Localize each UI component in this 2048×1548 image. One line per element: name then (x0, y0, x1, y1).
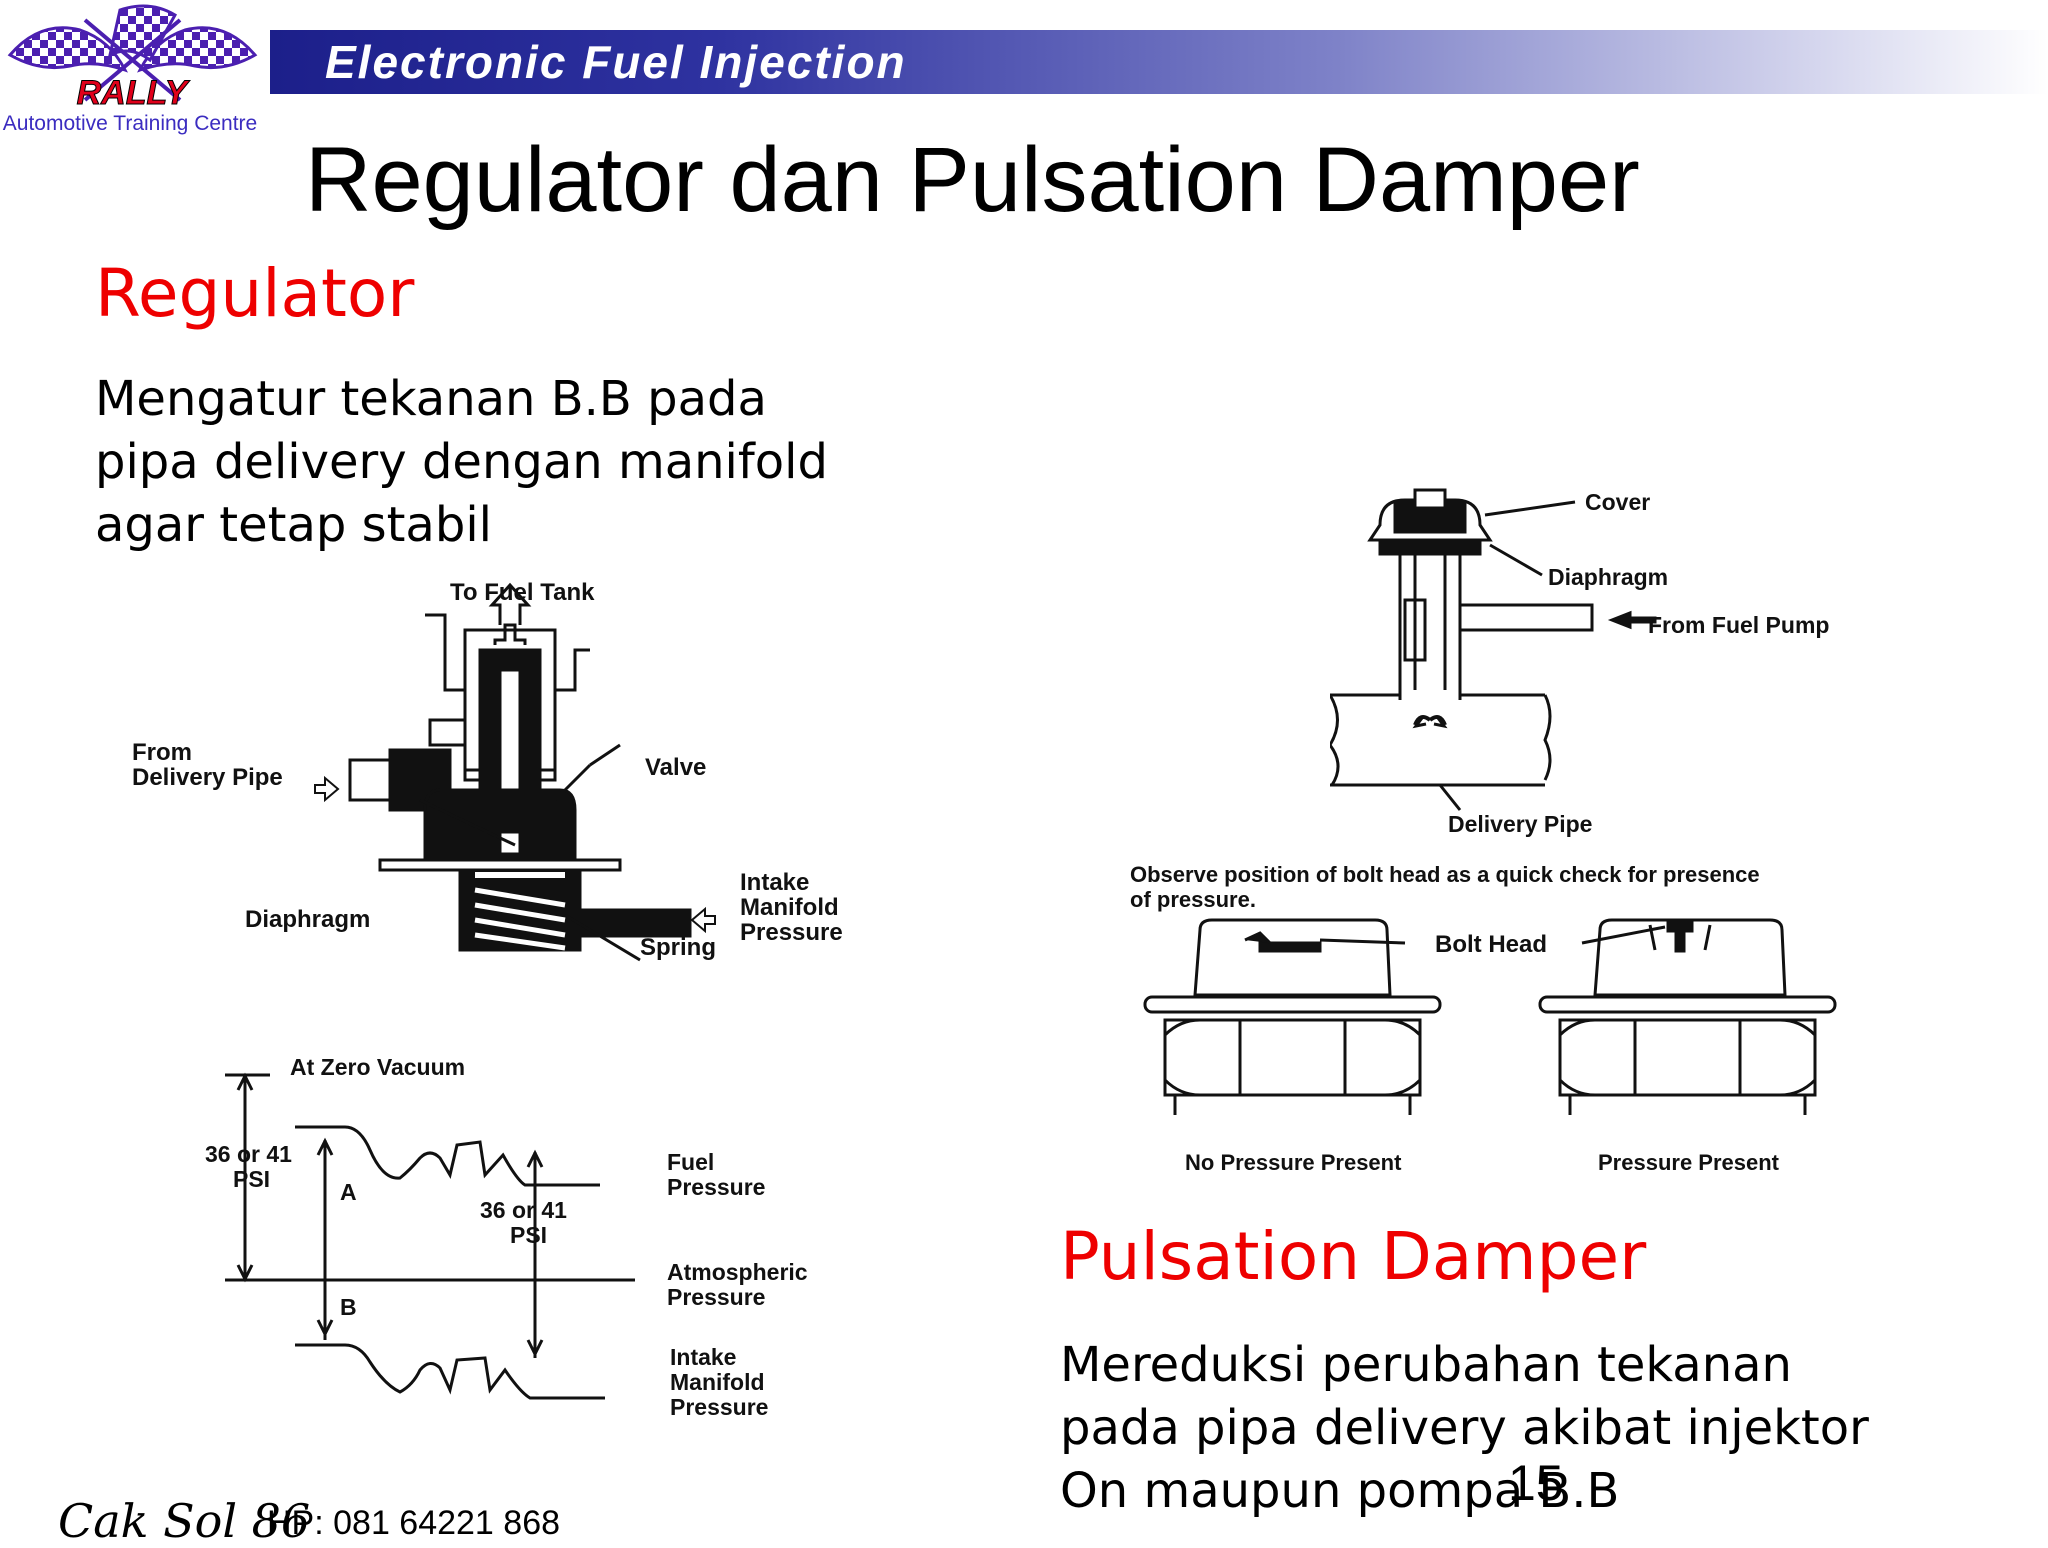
bolt-head-diagram: Observe position of bolt head as a quick… (1130, 862, 1837, 1175)
label-to-fuel-tank: To Fuel Tank (450, 579, 595, 606)
label-delivery-pipe: Delivery Pipe (1448, 811, 1592, 837)
label-manifold: Manifold (740, 894, 839, 921)
label-diaphragm: Diaphragm (245, 906, 370, 933)
label-atmospheric: Atmospheric (667, 1259, 808, 1285)
header-banner (270, 30, 2048, 94)
regulator-heading: Regulator (95, 255, 415, 332)
label-pressure: Pressure (740, 919, 843, 946)
label-psi-mid-value: 36 or 41 (480, 1197, 567, 1223)
page-number: 15 (1508, 1455, 1564, 1511)
regulator-line: Mengatur tekanan B.B pada (95, 371, 767, 427)
pulsation-damper-diagram: Cover Diaphragm From Fuel Pump Delivery … (1330, 488, 1829, 837)
label-no-pressure-present: No Pressure Present (1185, 1150, 1402, 1175)
label-spring: Spring (640, 934, 716, 961)
regulator-description: Mengatur tekanan B.B pada pipa delivery … (95, 368, 828, 557)
label-intake: Intake (670, 1344, 736, 1370)
label-delivery-pipe: Delivery Pipe (132, 764, 283, 791)
logo-text: RALLY (77, 74, 191, 112)
header-banner-text: Electronic Fuel Injection (325, 36, 907, 88)
label-observe-note-1: Observe position of bolt head as a quick… (1130, 862, 1760, 887)
label-valve: Valve (645, 754, 706, 781)
label-pressure-present: Pressure Present (1598, 1150, 1780, 1175)
label-bolt-head: Bolt Head (1435, 931, 1547, 958)
regulator-cutaway-diagram: To Fuel Tank From Delivery Pipe Valve In… (132, 579, 843, 962)
label-b: B (340, 1294, 357, 1320)
damper-line: pada pipa delivery akibat injektor (1060, 1400, 1869, 1456)
checkered-flags-icon: RALLY Automotive Training Centre (3, 4, 258, 135)
label-from-fuel-pump: From Fuel Pump (1648, 612, 1829, 638)
label-fuel: Fuel (667, 1149, 714, 1175)
pulsation-damper-description: Mereduksi perubahan tekanan pada pipa de… (1060, 1334, 1869, 1523)
label-intake: Intake (740, 869, 809, 896)
label-psi-left-value: 36 or 41 (205, 1141, 292, 1167)
footer-phone: HP: 081 64221 868 (267, 1504, 561, 1542)
logo-subtitle: Automotive Training Centre (3, 112, 257, 135)
pressure-graph-diagram: At Zero Vacuum 36 or 41 PSI A B 36 or 41… (205, 1054, 808, 1420)
damper-line: On maupun pompa B.B (1060, 1463, 1620, 1519)
label-psi-mid-unit: PSI (510, 1222, 547, 1248)
pulsation-damper-heading: Pulsation Damper (1060, 1218, 1647, 1295)
regulator-line: agar tetap stabil (95, 497, 492, 553)
label-psi-left-unit: PSI (233, 1166, 270, 1192)
label-atmospheric-pressure: Pressure (667, 1284, 765, 1310)
damper-line: Mereduksi perubahan tekanan (1060, 1337, 1792, 1393)
slide-title: Regulator dan Pulsation Damper (305, 129, 1640, 231)
label-from: From (132, 739, 192, 766)
regulator-line: pipa delivery dengan manifold (95, 434, 828, 490)
label-a: A (340, 1179, 357, 1205)
label-diaphragm: Diaphragm (1548, 564, 1668, 590)
rally-logo: RALLY Automotive Training Centre (0, 0, 265, 140)
label-observe-note-2: of pressure. (1130, 887, 1256, 912)
label-manifold: Manifold (670, 1369, 765, 1395)
label-fuel-pressure: Pressure (667, 1174, 765, 1200)
label-cover: Cover (1585, 489, 1650, 515)
label-manifold-pressure: Pressure (670, 1394, 768, 1420)
label-at-zero-vacuum: At Zero Vacuum (290, 1054, 465, 1080)
